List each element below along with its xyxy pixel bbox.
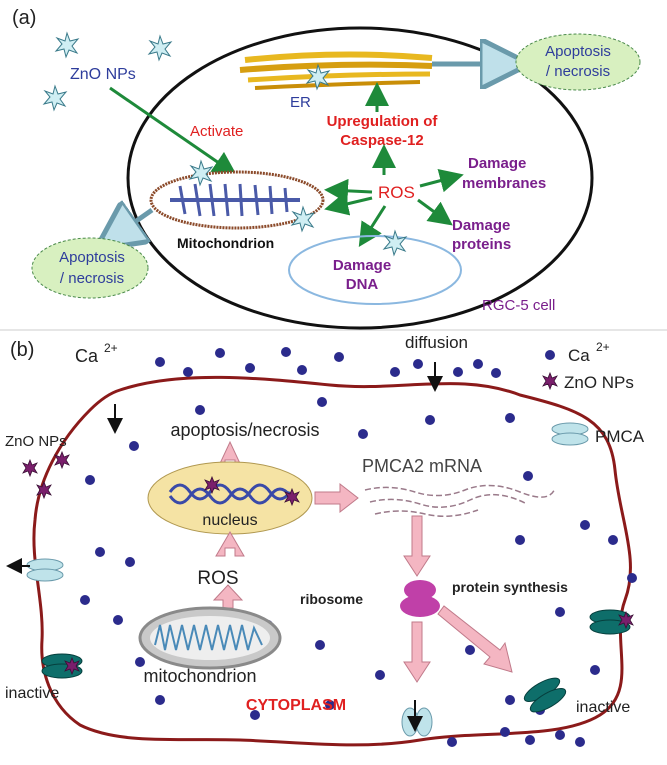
zno-legend-icon xyxy=(542,372,558,390)
ca-legend-label: Ca xyxy=(568,346,590,365)
apoptosis-cloud-left xyxy=(31,237,149,299)
mitochondrion-organelle xyxy=(149,170,325,230)
ribosome-to-inactive-arrow xyxy=(437,605,513,673)
ros-label: ROS xyxy=(378,183,415,202)
activate-label: Activate xyxy=(190,123,243,140)
mito-to-ros-arrow xyxy=(212,584,244,609)
dna-strand xyxy=(168,483,292,501)
er-organelle xyxy=(239,51,433,90)
panel-a: (a) ZnO NPs ER Apoptosis / necrosis Acti… xyxy=(12,7,641,330)
mrna-strands xyxy=(364,484,556,517)
mito-to-apoptosis-arrow xyxy=(112,210,154,238)
zno-outside-label: ZnO NPs xyxy=(5,433,67,450)
upregulation-line1: Upregulation of xyxy=(327,113,439,130)
ros-to-nucleus-arrow-head xyxy=(215,531,245,557)
damage-dna-line2: DNA xyxy=(346,276,379,293)
upregulation-line2: Caspase-12 xyxy=(340,132,423,149)
ca-left-sup: 2+ xyxy=(104,341,118,355)
ribosome-label: ribosome xyxy=(300,591,363,607)
protein-synthesis-label: protein synthesis xyxy=(452,579,568,595)
ros-to-mito-arrow xyxy=(324,178,373,203)
nucleus-outline xyxy=(288,235,462,305)
inactive-left-label: inactive xyxy=(5,685,59,702)
ros-to-membranes-arrow xyxy=(419,168,464,193)
cytoplasm-label: CYTOPLASM xyxy=(246,697,346,714)
ca-legend-sup: 2+ xyxy=(596,340,610,354)
mrna-to-ribosome-arrow xyxy=(403,515,431,577)
nucleus-to-mrna-arrow xyxy=(314,482,359,514)
pmca-legend-label: PMCA xyxy=(595,427,645,446)
zno-legend-label: ZnO NPs xyxy=(564,373,634,392)
rgc5-cell-label: RGC-5 cell xyxy=(482,297,555,314)
zno-nanoparticle-icon xyxy=(43,85,67,111)
damage-membranes-line1: Damage xyxy=(468,155,526,172)
rgc5-cell-outline xyxy=(126,26,594,330)
apoptosis-left-line2: / necrosis xyxy=(60,270,124,287)
pmca2-mrna-label: PMCA2 mRNA xyxy=(362,456,482,476)
cristae xyxy=(154,624,263,651)
ros-to-mito-arrow-2 xyxy=(324,192,373,216)
panel-b: (b) Ca 2+ diffusion Ca 2+ ZnO NPs PMCA xyxy=(5,333,645,747)
inactive-right-label: inactive xyxy=(576,699,630,716)
zno-nanoparticle-icon xyxy=(148,35,172,61)
zno-nanoparticle-icon xyxy=(55,32,79,58)
panel-a-label: (a) xyxy=(12,7,36,29)
zno-to-mitochondrion-arrow xyxy=(109,86,237,176)
zno-nps-label: ZnO NPs xyxy=(70,66,136,83)
ribosome-icon xyxy=(400,580,440,617)
dna-strand xyxy=(168,487,292,505)
damage-proteins-line2: proteins xyxy=(452,236,511,253)
mitochondrion-label: Mitochondrion xyxy=(177,235,274,251)
zno-nanoparticle-icon xyxy=(22,459,38,477)
mitochondrion-label-b: mitochondrion xyxy=(143,666,256,686)
calcium-ions xyxy=(80,347,637,747)
ribosome-to-membrane-arrow xyxy=(403,621,431,683)
apoptosis-right-line1: Apoptosis xyxy=(545,43,611,60)
apoptosis-right-line2: / necrosis xyxy=(546,63,610,80)
nucleus-label: nucleus xyxy=(202,512,257,529)
ros-label-b: ROS xyxy=(197,568,238,589)
ros-to-proteins-arrow xyxy=(417,198,453,226)
ca-left-label: Ca xyxy=(75,346,99,366)
diffusion-label: diffusion xyxy=(405,333,468,352)
apoptosis-cloud-right xyxy=(515,33,641,91)
er-label: ER xyxy=(290,94,311,111)
damage-dna-line1: Damage xyxy=(333,257,391,274)
apoptosis-left-line1: Apoptosis xyxy=(59,249,125,266)
inactive-pmca-right xyxy=(523,677,567,713)
damage-membranes-line2: membranes xyxy=(462,175,546,192)
zno-nanoparticle-icon xyxy=(383,230,407,256)
panel-b-label: (b) xyxy=(10,339,34,361)
apoptosis-necrosis-label: apoptosis/necrosis xyxy=(170,420,319,440)
ca-legend-dot xyxy=(545,350,555,360)
damage-proteins-line1: Damage xyxy=(452,217,510,234)
